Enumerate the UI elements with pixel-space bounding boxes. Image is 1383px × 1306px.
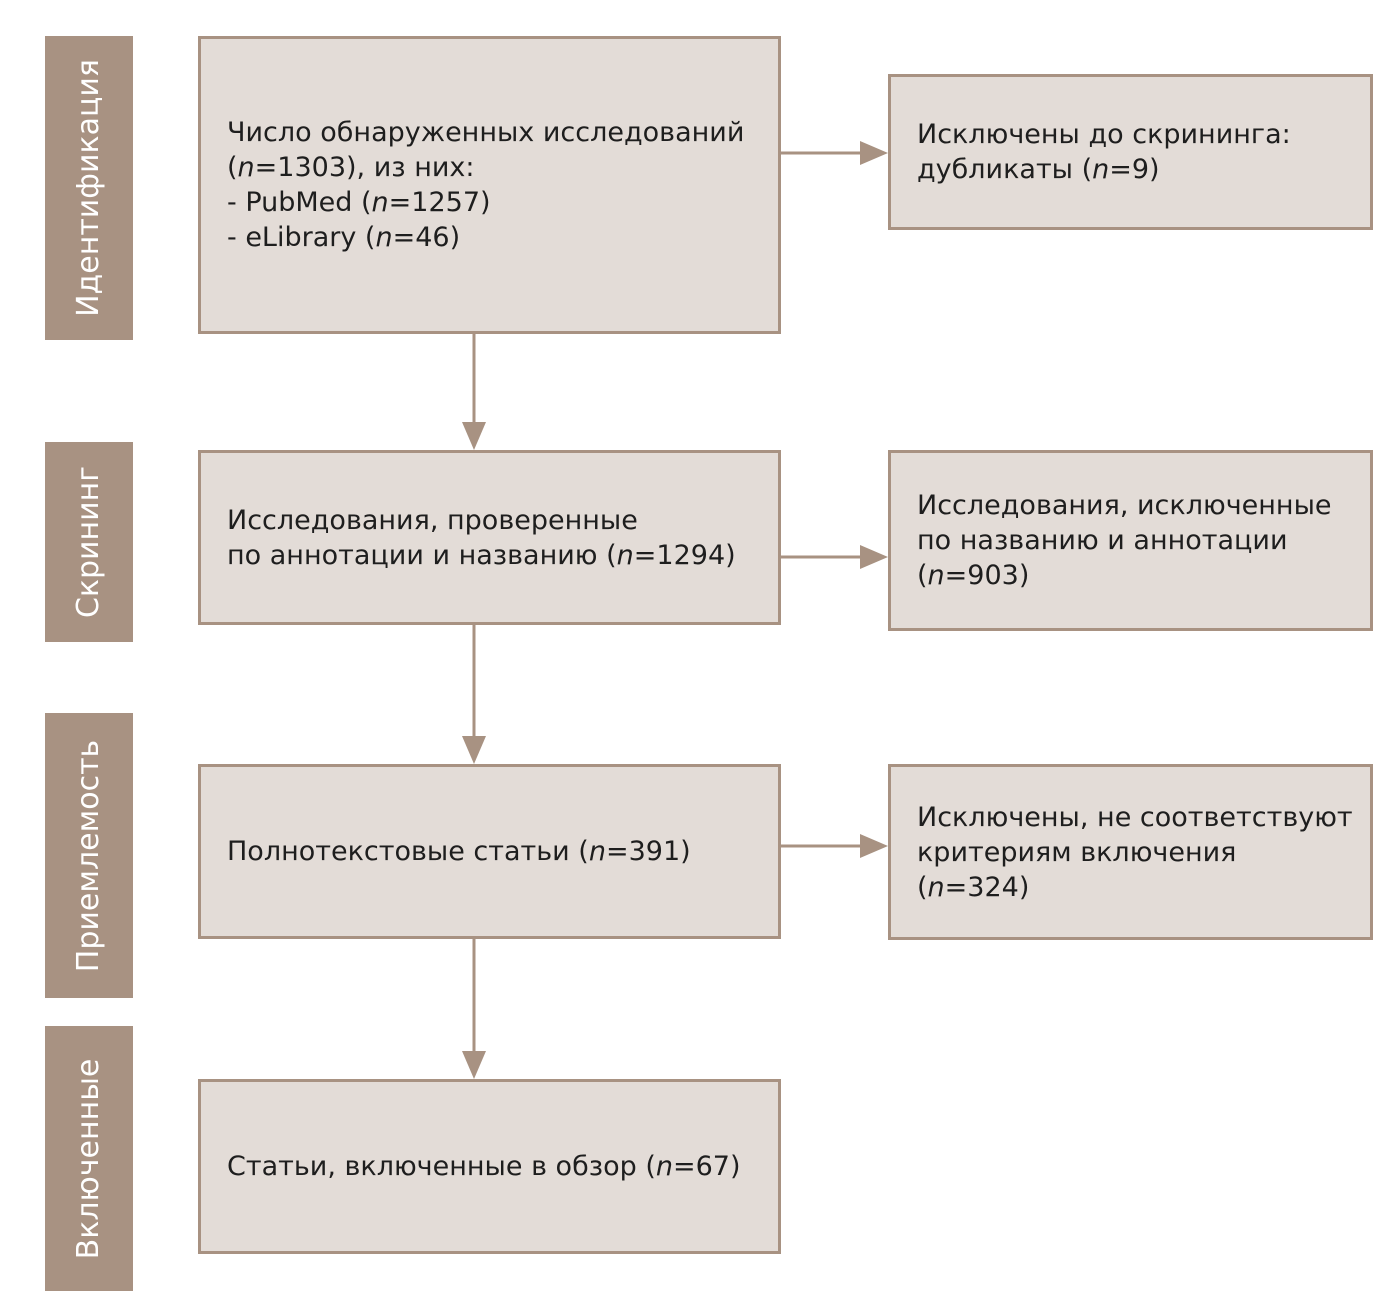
count-symbol: n bbox=[655, 1151, 673, 1182]
screened-line: Исследования, проверенные bbox=[227, 503, 778, 538]
arrow-identified-to-screened bbox=[462, 334, 486, 450]
line-text: Число обнаруженных исследований bbox=[227, 117, 745, 148]
arrow-screened-to-excluded bbox=[781, 545, 888, 569]
stage-label-included: Включенные bbox=[71, 1058, 106, 1259]
stage-screening: Скрининг bbox=[45, 442, 133, 642]
line-text: ( bbox=[917, 560, 928, 591]
line-text: - eLibrary ( bbox=[227, 222, 376, 253]
line-text: Исследования, проверенные bbox=[227, 504, 638, 536]
line-text: =1303), из них: bbox=[254, 152, 475, 183]
line-text: =9) bbox=[1109, 154, 1160, 185]
line-text: Исключены, не соответствуют bbox=[917, 801, 1353, 833]
included-line: Статьи, включенные в обзор (n=67) bbox=[227, 1149, 778, 1184]
stage-included: Включенные bbox=[45, 1026, 133, 1291]
identified-line: - PubMed (n=1257) bbox=[227, 185, 778, 220]
line-text: - PubMed ( bbox=[227, 187, 372, 218]
excluded-criteria-line: критериям включения bbox=[917, 835, 1370, 870]
stage-label-eligibility: Приемлемость bbox=[71, 739, 106, 972]
arrow-identified-to-duplicates bbox=[781, 141, 888, 165]
count-symbol: n bbox=[588, 836, 606, 867]
line-text: дубликаты ( bbox=[917, 154, 1093, 185]
identified-line: - eLibrary (n=46) bbox=[227, 220, 778, 255]
line-text: =46) bbox=[392, 222, 461, 253]
stage-eligibility: Приемлемость bbox=[45, 713, 133, 998]
excluded-title-line: по названию и аннотации bbox=[917, 523, 1370, 558]
line-text: ( bbox=[227, 152, 238, 183]
line-text: =324) bbox=[944, 871, 1030, 903]
line-text: =1294) bbox=[633, 539, 736, 571]
arrow-fulltext-to-included bbox=[462, 938, 486, 1079]
excluded-criteria-line: (n=324) bbox=[917, 870, 1370, 905]
line-text: по названию и аннотации bbox=[917, 525, 1288, 556]
box-included: Статьи, включенные в обзор (n=67) bbox=[198, 1079, 781, 1254]
line-text: =903) bbox=[944, 560, 1030, 591]
count-symbol: n bbox=[1092, 154, 1110, 185]
count-symbol: n bbox=[237, 152, 255, 183]
line-text: =1257) bbox=[388, 187, 491, 218]
stage-label-identification: Идентификация bbox=[71, 59, 106, 317]
line-text: Исключены до скрининга: bbox=[917, 119, 1291, 150]
line-text: Статьи, включенные в обзор ( bbox=[227, 1151, 656, 1182]
box-fulltext: Полнотекстовые статьи (n=391) bbox=[198, 764, 781, 939]
line-text: =391) bbox=[605, 836, 691, 867]
duplicates-line: дубликаты (n=9) bbox=[917, 152, 1370, 187]
count-symbol: n bbox=[927, 871, 945, 903]
stage-identification: Идентификация bbox=[45, 36, 133, 340]
identified-line: Число обнаруженных исследований bbox=[227, 115, 778, 150]
arrow-screened-to-fulltext bbox=[462, 622, 486, 764]
count-symbol: n bbox=[616, 539, 634, 571]
arrow-fulltext-to-excluded bbox=[781, 834, 888, 858]
line-text: критериям включения bbox=[917, 836, 1237, 868]
box-identified: Число обнаруженных исследований(n=1303),… bbox=[198, 36, 781, 334]
line-text: ( bbox=[917, 871, 928, 903]
stage-label-screening: Скрининг bbox=[71, 465, 106, 619]
fulltext-line: Полнотекстовые статьи (n=391) bbox=[227, 834, 778, 869]
screened-line: по аннотации и названию (n=1294) bbox=[227, 538, 778, 573]
box-duplicates: Исключены до скрининга:дубликаты (n=9) bbox=[888, 74, 1373, 230]
count-symbol: n bbox=[375, 222, 393, 253]
line-text: по аннотации и названию ( bbox=[227, 539, 617, 571]
box-excluded-title: Исследования, исключенные по названию и а… bbox=[888, 450, 1373, 631]
excluded-title-line: (n=903) bbox=[917, 558, 1370, 593]
duplicates-line: Исключены до скрининга: bbox=[917, 117, 1370, 152]
count-symbol: n bbox=[927, 560, 945, 591]
identified-line: (n=1303), из них: bbox=[227, 150, 778, 185]
excluded-title-line: Исследования, исключенные bbox=[917, 488, 1370, 523]
line-text: Полнотекстовые статьи ( bbox=[227, 836, 589, 867]
count-symbol: n bbox=[371, 187, 389, 218]
line-text: Исследования, исключенные bbox=[917, 490, 1332, 521]
line-text: =67) bbox=[673, 1151, 741, 1182]
excluded-criteria-line: Исключены, не соответствуют bbox=[917, 800, 1370, 835]
